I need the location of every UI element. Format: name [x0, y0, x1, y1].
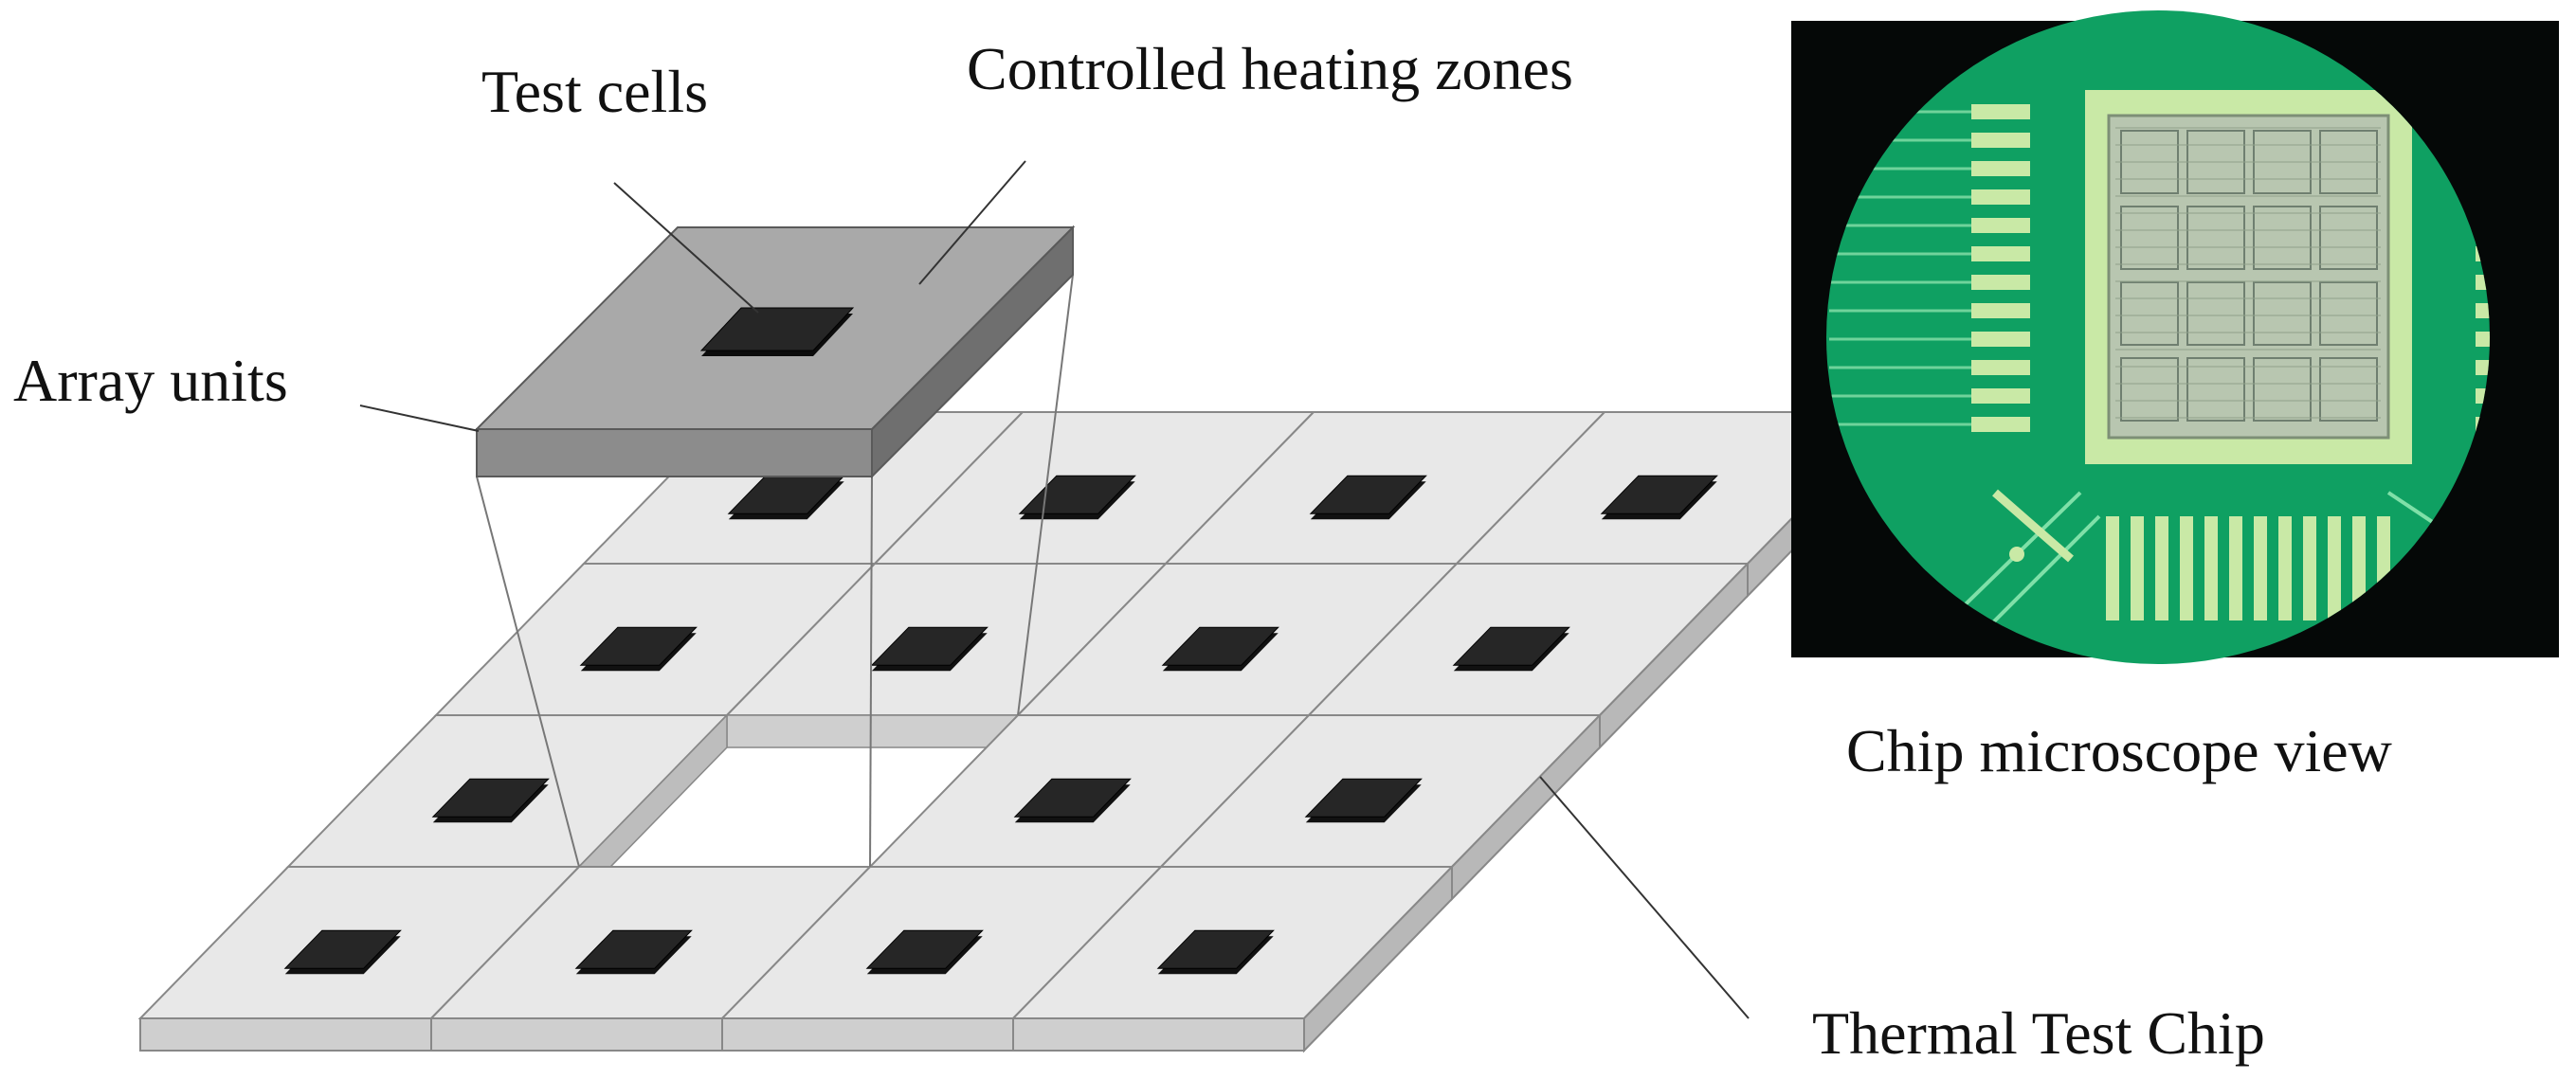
chip-microscope-image: [1791, 10, 2559, 664]
die-heater-cell: [2186, 281, 2245, 346]
die-heater-cell: [2319, 357, 2378, 422]
bond-pad: [2180, 516, 2193, 620]
die: [2107, 114, 2390, 440]
test-cell: [1161, 626, 1279, 666]
pcb-via: [2009, 547, 2024, 562]
bond-pad: [1971, 388, 2030, 404]
die-heater-cell: [2253, 206, 2312, 270]
bond-pad: [1971, 417, 2030, 432]
label-array-units: Array units: [13, 347, 288, 414]
test-cell: [283, 929, 402, 969]
bond-pad: [1971, 332, 2030, 347]
die-heater-cell: [2253, 281, 2312, 346]
projection-lines: [476, 274, 1074, 868]
bond-pad: [1971, 246, 2030, 261]
bond-pad: [2352, 516, 2366, 620]
die-heater-cell: [2319, 281, 2378, 346]
array-unit-front: [476, 428, 873, 477]
die-heater-cell: [2186, 357, 2245, 422]
test-cell: [579, 626, 698, 666]
leader-thermal-chip: [1539, 776, 1750, 1019]
test-cell: [1309, 475, 1427, 514]
pcb-traces: [1829, 110, 2490, 664]
lifted-test-cell: [699, 307, 855, 351]
bond-pad: [2204, 516, 2218, 620]
chip-front-edge: [721, 1017, 1014, 1052]
test-cell: [1600, 475, 1718, 514]
die-circuitry: [2115, 127, 2381, 422]
die-heater-cell: [2120, 281, 2179, 346]
label-thermal-test-chip: Thermal Test Chip: [1812, 999, 2265, 1067]
bond-pad: [2278, 516, 2292, 620]
pcb-marker: [1992, 489, 2074, 563]
bond-pad: [2303, 516, 2316, 620]
leader-test-cells: [613, 182, 759, 314]
bond-pad: [1971, 218, 2030, 233]
bond-pad: [1971, 133, 2030, 148]
leader-heating-zones: [918, 160, 1026, 285]
bond-pad: [2229, 516, 2242, 620]
bond-pad: [2476, 303, 2490, 318]
test-cell: [574, 929, 693, 969]
projection-line: [869, 476, 873, 868]
test-cell: [870, 626, 989, 666]
test-cell: [431, 778, 550, 818]
bond-pad: [1971, 161, 2030, 176]
projection-line: [476, 476, 580, 868]
die-heater-cell: [2120, 206, 2179, 270]
die-heater-cell: [2319, 206, 2378, 270]
die-heater-cell: [2253, 357, 2312, 422]
bond-pad: [2254, 516, 2267, 620]
projection-line: [1017, 274, 1074, 716]
test-cell: [1013, 778, 1132, 818]
bond-pad: [2106, 516, 2119, 620]
bond-pad: [2328, 516, 2341, 620]
bond-pad: [2476, 360, 2490, 375]
die-heater-cell: [2186, 206, 2245, 270]
test-cell: [1018, 475, 1136, 514]
bond-pad: [2155, 516, 2168, 620]
leader-lines: [359, 160, 1750, 1019]
bond-pad: [2476, 332, 2490, 347]
chip-front-edge: [1012, 1017, 1305, 1052]
test-cell: [1452, 626, 1570, 666]
pcb-pads: [1971, 104, 2490, 620]
chip-front-edge: [430, 1017, 723, 1052]
test-cell: [1304, 778, 1423, 818]
bond-pad: [1971, 275, 2030, 290]
chip-front-edge: [139, 1017, 432, 1052]
bond-pad: [1971, 303, 2030, 318]
bond-pad: [1971, 360, 2030, 375]
hole-back-wall: [726, 714, 1019, 748]
test-cell: [865, 929, 984, 969]
label-chip-microscope-view: Chip microscope view: [1846, 717, 2392, 784]
label-test-cells: Test cells: [481, 58, 708, 125]
chip-grid: [137, 409, 1898, 1053]
bond-pad: [2131, 516, 2144, 620]
test-cell: [1156, 929, 1275, 969]
bond-pad: [1971, 189, 2030, 205]
leader-array-units: [359, 405, 480, 432]
die-heater-cell: [2120, 357, 2179, 422]
label-controlled-heating-zones: Controlled heating zones: [967, 35, 1573, 102]
bond-pad: [1971, 104, 2030, 119]
